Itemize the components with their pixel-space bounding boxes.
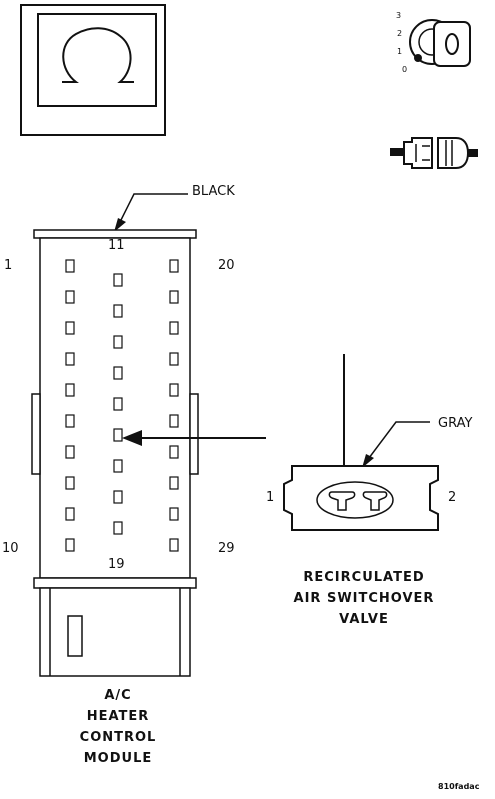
pin-label-19: 19 (108, 557, 125, 572)
black-wire-label: BLACK (192, 184, 235, 199)
pin-cavity (169, 383, 179, 397)
figure-id: 810fadac (438, 782, 480, 791)
pin-cavity (65, 290, 75, 304)
heater-connector (0, 180, 260, 680)
pin-label-20: 20 (218, 258, 235, 273)
valve-connector (270, 350, 470, 550)
pin-cavity (65, 352, 75, 366)
key-position-0: 0 (402, 65, 407, 74)
valve-pin-label-2: 2 (448, 490, 457, 505)
pin-cavity (169, 321, 179, 335)
pin-cavity (65, 414, 75, 428)
pin-cavity (169, 414, 179, 428)
pin-cavity (169, 507, 179, 521)
valve-name-line-2: AIR SWITCHOVER (293, 591, 435, 606)
valve-name-line-3: VALVE (339, 612, 389, 627)
pin-label-1: 1 (4, 258, 13, 273)
pin-cavity (113, 397, 123, 411)
pin-cavity (113, 490, 123, 504)
pin-cavity (169, 290, 179, 304)
pin-cavity (113, 366, 123, 380)
connector-pair-icon (386, 130, 482, 176)
pin-cavity (65, 259, 75, 273)
pin-cavity (169, 445, 179, 459)
pin-cavity-grid (65, 259, 179, 552)
module-name-line-1: A/C (104, 688, 132, 703)
cavity-pointer-arrow (118, 426, 268, 450)
pin-cavity (65, 383, 75, 397)
omega-box-icon (20, 4, 166, 136)
pin-cavity (65, 507, 75, 521)
pin-cavity (169, 476, 179, 490)
pin-cavity (169, 259, 179, 273)
key-position-2: 2 (397, 29, 402, 38)
pin-cavity (65, 538, 75, 552)
pin-cavity (169, 352, 179, 366)
module-name-line-2: HEATER (86, 709, 150, 724)
gray-wire-label: GRAY (438, 416, 473, 431)
pin-label-11: 11 (108, 238, 125, 253)
ignition-key-icon: 3 2 1 0 (394, 6, 478, 76)
pin-cavity (113, 304, 123, 318)
key-position-1: 1 (397, 47, 402, 56)
pin-cavity (113, 459, 123, 473)
pin-label-29: 29 (218, 541, 235, 556)
pin-cavity (65, 476, 75, 490)
pin-cavity (65, 445, 75, 459)
valve-pin-label-1: 1 (266, 490, 275, 505)
key-position-3: 3 (396, 11, 401, 20)
pin-cavity (113, 521, 123, 535)
pin-cavity (169, 538, 179, 552)
pin-cavity (113, 273, 123, 287)
pin-cavity (113, 428, 123, 442)
module-name-line-3: CONTROL (79, 730, 157, 745)
pin-label-10: 10 (2, 541, 19, 556)
module-name-line-4: MODULE (83, 751, 153, 766)
valve-name-line-1: RECIRCULATED (303, 570, 425, 585)
pin-cavity (113, 335, 123, 349)
pin-cavity (65, 321, 75, 335)
